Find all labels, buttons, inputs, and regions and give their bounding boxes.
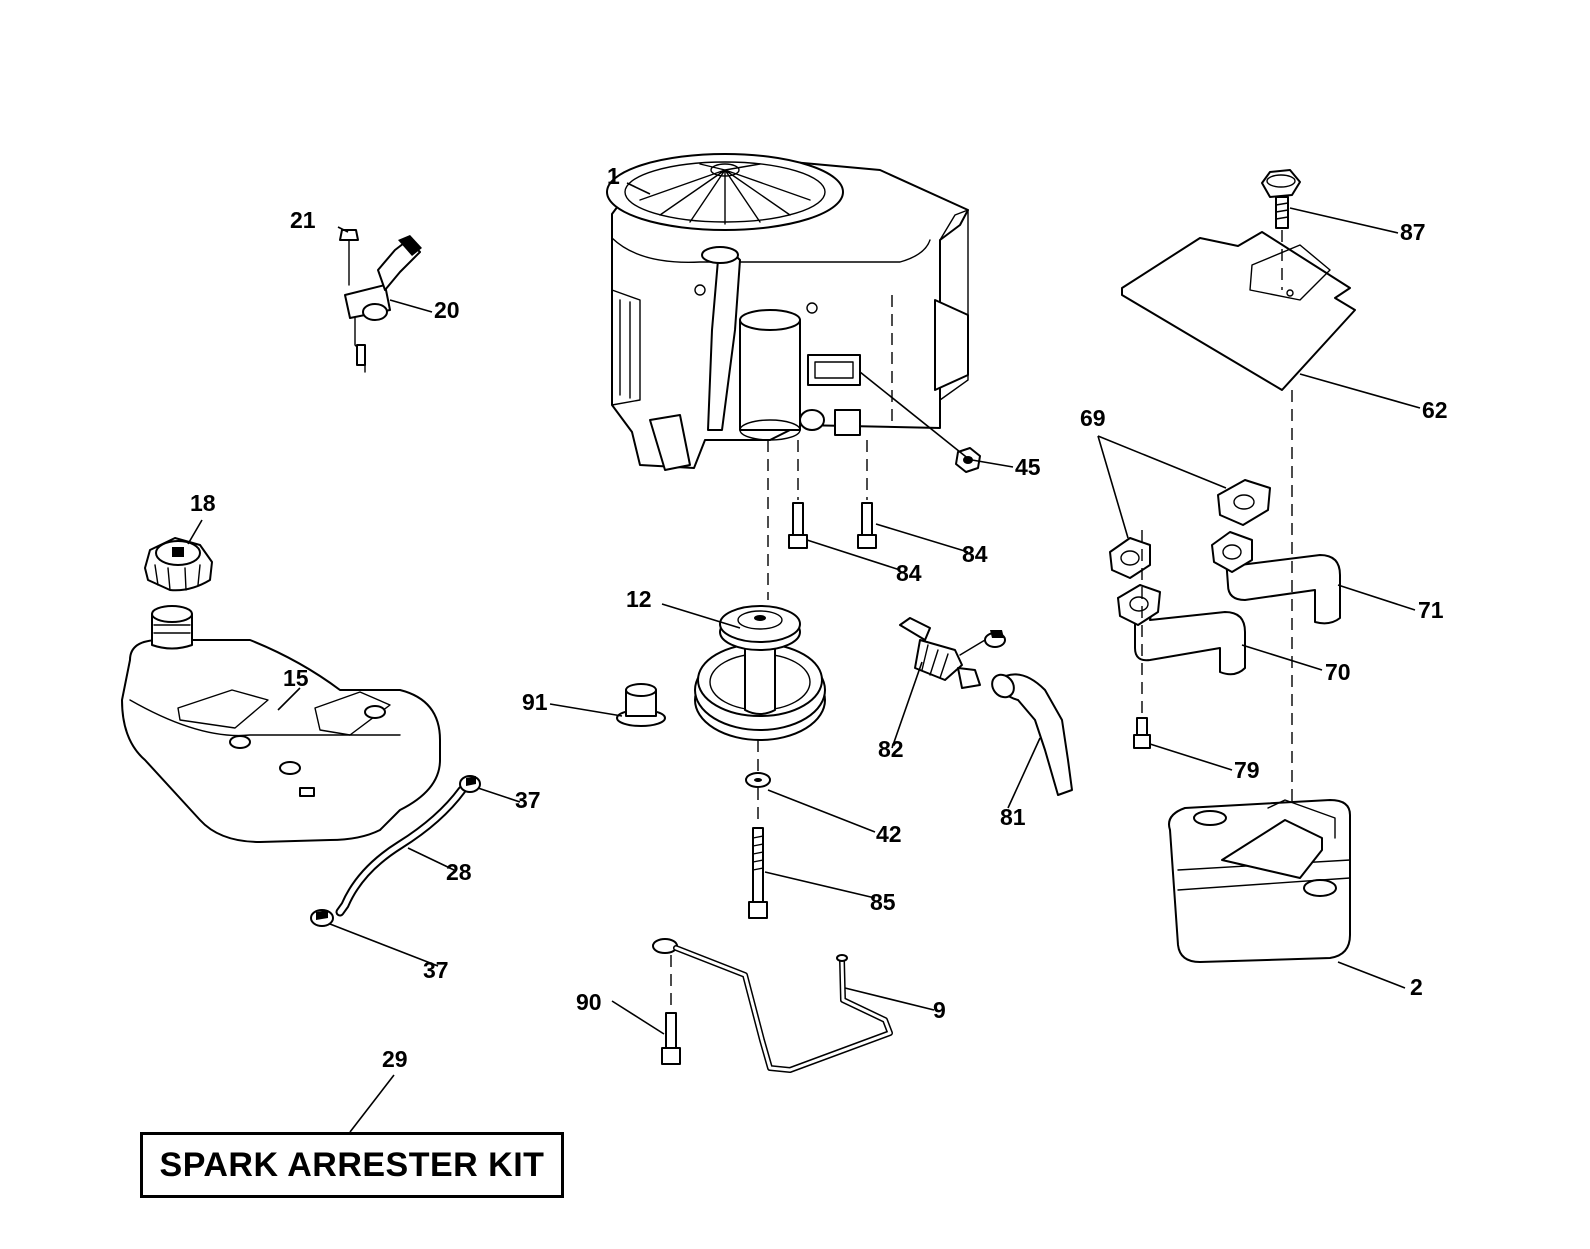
muffler [1168,799,1351,963]
callout-87: 87 [1400,219,1426,245]
engine [606,153,969,471]
callout-79: 79 [1234,757,1260,783]
rod [652,938,893,1073]
assembly-lines [670,230,1293,1010]
callout-45: 45 [1015,454,1041,480]
bolt [1133,717,1151,749]
callout-21: 21 [290,207,316,233]
callout-84: 84 [896,560,922,586]
spark-arrester-kit-label: SPARK ARRESTER KIT [140,1132,564,1198]
bushing [616,683,666,727]
callout-9: 9 [933,997,946,1023]
exhaust-pipe [1117,584,1246,676]
callout-1: 1 [607,163,620,189]
bolt [788,502,808,549]
knob [1261,169,1301,229]
pulley [694,605,826,741]
callout-42: 42 [876,821,902,847]
callout-85: 85 [870,889,896,915]
bolt [748,827,768,919]
callout-70: 70 [1325,659,1351,685]
hose-clamp [310,909,334,927]
gasket [1109,537,1151,579]
fuel-line [335,785,467,917]
callout-37: 37 [515,787,541,813]
callout-29: 29 [382,1046,408,1072]
hose-clamp [459,775,481,793]
bolt [857,502,877,549]
fuel-tank [121,605,441,843]
callouts: 1 21 20 87 62 69 45 18 84 84 12 71 70 15… [190,163,1448,1072]
callout-91: 91 [522,689,548,715]
callout-69: 69 [1080,405,1106,431]
callout-90: 90 [576,989,602,1015]
callout-37: 37 [423,957,449,983]
callout-81: 81 [1000,804,1026,830]
bolt [661,1012,681,1065]
callout-15: 15 [283,665,309,691]
washer [745,772,771,788]
fuel-cap [144,537,213,592]
gasket [1217,479,1271,526]
leader-lines [187,182,1421,1133]
callout-62: 62 [1422,397,1448,423]
callout-20: 20 [434,297,460,323]
throttle-control [339,229,422,373]
callout-84: 84 [962,541,988,567]
callout-12: 12 [626,586,652,612]
callout-18: 18 [190,490,216,516]
callout-28: 28 [446,859,472,885]
callout-2: 2 [1410,974,1423,1000]
heat-shield [1121,231,1356,391]
callout-82: 82 [878,736,904,762]
exhaust-pipe [1211,531,1341,625]
drain-hose [991,673,1073,796]
drain-valve [899,617,1006,689]
callout-71: 71 [1418,597,1444,623]
